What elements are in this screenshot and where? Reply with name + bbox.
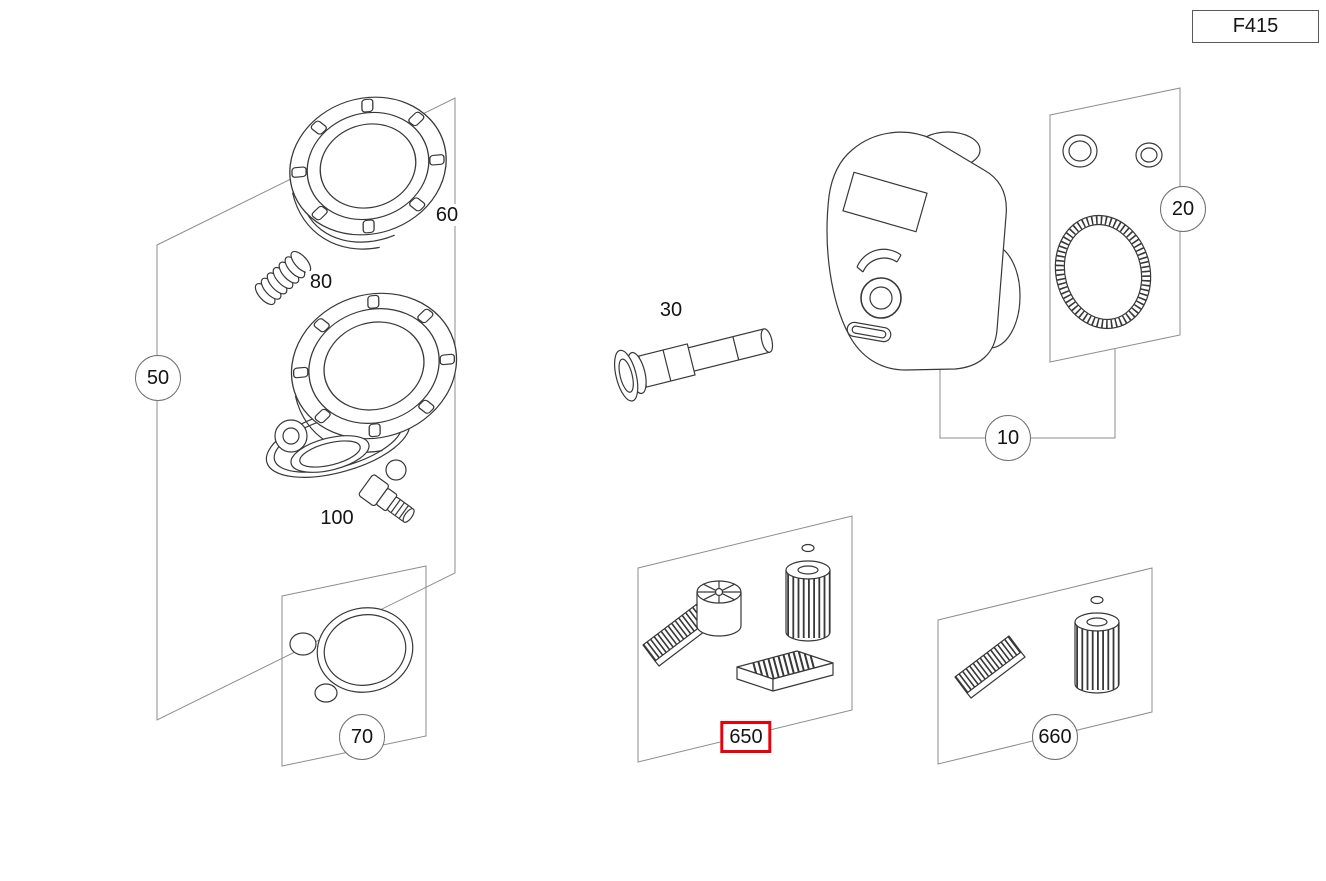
part-drawing-seal-set-70 (289, 607, 414, 703)
part-drawing-filter-kit-650 (642, 543, 834, 692)
part-drawing-spring-80 (254, 250, 312, 306)
part-drawing-seal-kit-20 (1054, 134, 1163, 330)
part-drawing-filter-kit-660 (954, 595, 1120, 699)
group-outline-650 (637, 515, 853, 763)
callout-10[interactable]: 10 (985, 415, 1031, 461)
group-outline-660 (937, 567, 1153, 765)
part-drawing-filter-cap-60 (289, 96, 447, 250)
leader-line-10 (939, 369, 985, 439)
part-drawing-filter-housing-50 (265, 292, 458, 481)
callout-100[interactable]: 100 (316, 507, 358, 529)
part-drawing-bolt-30 (614, 328, 774, 402)
callout-30[interactable]: 30 (655, 299, 687, 321)
page-code-box: F415 (1192, 10, 1319, 43)
callout-70[interactable]: 70 (339, 714, 385, 760)
callout-60[interactable]: 60 (431, 204, 463, 226)
callout-50[interactable]: 50 (135, 355, 181, 401)
part-drawing-sensor-100 (358, 474, 415, 523)
callout-80[interactable]: 80 (305, 271, 337, 293)
callout-650-highlighted[interactable]: 650 (720, 721, 772, 753)
leader-line-20 (1031, 349, 1116, 439)
group-outline-70 (281, 565, 427, 767)
group-outline-20 (1049, 87, 1181, 363)
callout-660[interactable]: 660 (1032, 714, 1078, 760)
callout-20[interactable]: 20 (1160, 186, 1206, 232)
part-drawing-housing-10 (826, 131, 1021, 371)
